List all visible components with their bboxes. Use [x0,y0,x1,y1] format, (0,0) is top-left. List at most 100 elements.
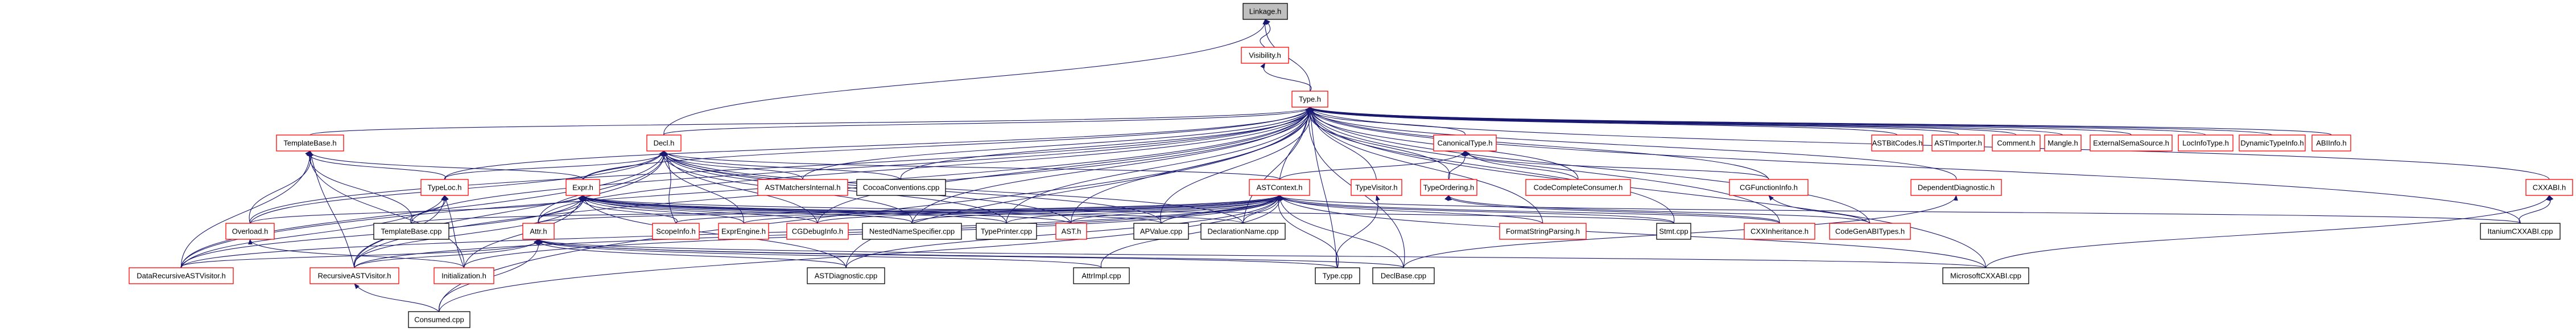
node-box-locinfotype [2178,134,2234,152]
node-astcontext[interactable]: ASTContext.h [1249,179,1310,196]
node-declarationname[interactable]: DeclarationName.cpp [1200,223,1286,240]
node-box-linkage [1242,3,1288,20]
node-exprengine[interactable]: ExprEngine.h [718,223,769,240]
edge-microsoftcxxabi-to-type [1307,107,1987,268]
node-box-codegenabitypes [1829,223,1911,240]
node-dependentdiagnostic[interactable]: DependentDiagnostic.h [1910,179,2002,196]
node-cxxinheritance[interactable]: CXXInheritance.h [1744,223,1815,240]
node-box-attrimpl [1073,267,1130,284]
node-dynamictypeinfo[interactable]: DynamicTypeInfo.h [2239,134,2306,152]
node-type[interactable]: Type.h [1291,91,1328,108]
node-locinfotype[interactable]: LocInfoType.h [2178,134,2234,152]
edge-cgdebuginfo-to-type [817,107,1312,224]
edge-abiinfo-to-type [1306,107,2332,136]
node-formatstringparsing[interactable]: FormatStringParsing.h [1499,223,1587,240]
node-box-ast [1055,223,1087,240]
node-mangle[interactable]: Mangle.h [2044,134,2082,152]
node-comment[interactable]: Comment.h [1992,134,2041,152]
edge-recursiveastvisitor-to-attr [354,239,539,268]
node-astmatchersinternal[interactable]: ASTMatchersInternal.h [757,179,848,196]
node-box-expr [565,179,600,196]
edge-externalsemasource-to-type [1306,107,2132,136]
node-astbitcodes[interactable]: ASTBitCodes.h [1871,134,1923,152]
node-microsoftcxxabi[interactable]: MicrosoftCXXABI.cpp [1942,267,2029,284]
edge-decl-to-linkage [663,19,1269,136]
node-externalsemasource[interactable]: ExternalSemaSource.h [2090,134,2173,152]
edge-recursiveastvisitor-to-templatebase [309,150,355,268]
node-cgdebuginfo[interactable]: CGDebugInfo.h [786,223,849,240]
node-datarecursiveastvisitor[interactable]: DataRecursiveASTVisitor.h [129,267,234,284]
node-itaniumcxxabi[interactable]: ItaniumCXXABI.cpp [2480,223,2561,240]
node-label: CXXABI.h [2533,183,2566,192]
node-label: APValue.cpp [1140,227,1182,236]
node-label: ASTImporter.h [1934,139,1982,148]
node-declbase[interactable]: DeclBase.cpp [1372,267,1435,284]
node-box-stmt [1656,223,1691,240]
edge-typeloc-to-type [444,107,1314,180]
node-attrimpl[interactable]: AttrImpl.cpp [1073,267,1130,284]
edge-declarationname-to-expr [582,195,1244,224]
node-astdiagnostic[interactable]: ASTDiagnostic.cpp [807,267,885,284]
node-overload[interactable]: Overload.h [225,223,275,240]
node-box-declarationname [1200,223,1286,240]
node-label: CanonicalType.h [1438,139,1493,148]
node-typeloc[interactable]: TypeLoc.h [420,179,469,196]
node-scopeinfo[interactable]: ScopeInfo.h [652,223,700,240]
edge-datarecursiveastvisitor-to-type [180,107,1312,268]
node-codegenabitypes[interactable]: CodeGenABITypes.h [1829,223,1911,240]
node-templatebasecpp[interactable]: TemplateBase.cpp [373,223,449,240]
node-typeordering[interactable]: TypeOrdering.h [1420,179,1477,196]
edge-astcontext-to-canonicaltype [1279,150,1465,180]
node-cocoaconventions[interactable]: CocoaConventions.cpp [856,179,946,196]
node-typecpp[interactable]: Type.cpp [1315,267,1360,284]
node-box-astbitcodes [1871,134,1923,152]
edge-typeloc-to-templatebase [305,150,447,180]
edge-consumed-to-recursiveastvisitor [354,283,440,312]
node-box-codecompleteconsumer [1525,179,1631,196]
node-abiinfo[interactable]: ABIInfo.h [2311,134,2351,152]
node-visibility[interactable]: Visibility.h [1241,47,1289,64]
node-label: MicrosoftCXXABI.cpp [1950,272,2021,280]
node-box-consumed [408,311,470,328]
node-box-canonicaltype [1433,134,1497,152]
edge-attr-to-astcontext [538,195,1281,224]
node-label: TypeVisitor.h [1355,183,1397,192]
edge-declbase-to-astcontext [1277,195,1404,268]
node-box-nestednamespecifier [862,223,962,240]
edge-declbase-to-attr [534,239,1404,268]
node-label: CodeGenABITypes.h [1835,227,1905,236]
node-decl[interactable]: Decl.h [646,134,682,152]
node-codecompleteconsumer[interactable]: CodeCompleteConsumer.h [1525,179,1631,196]
node-box-astmatchersinternal [757,179,848,196]
node-astimporter[interactable]: ASTImporter.h [1931,134,1985,152]
node-templatebase[interactable]: TemplateBase.h [276,134,344,152]
node-cgfunctioninfo[interactable]: CGFunctionInfo.h [1729,179,1809,196]
node-label: Consumed.cpp [414,316,464,324]
edge-nestednamespecifier-to-type [911,107,1311,224]
edge-overload-to-expr [250,195,584,224]
node-initialization[interactable]: Initialization.h [434,267,494,284]
node-label: TypeOrdering.h [1423,183,1475,192]
node-canonicaltype[interactable]: CanonicalType.h [1433,134,1497,152]
node-box-templatebase [276,134,344,152]
node-recursiveastvisitor[interactable]: RecursiveASTVisitor.h [309,267,399,284]
node-box-cgfunctioninfo [1729,179,1809,196]
node-cxxabi[interactable]: CXXABI.h [2525,179,2573,196]
edge-expr-to-templatebase [307,150,584,180]
nodes-layer: Linkage.hVisibility.hType.hTemplateBase.… [129,3,2573,328]
node-typevisitor[interactable]: TypeVisitor.h [1351,179,1402,196]
node-nestednamespecifier[interactable]: NestedNameSpecifier.cpp [862,223,962,240]
node-attr[interactable]: Attr.h [522,223,555,240]
node-stmt[interactable]: Stmt.cpp [1656,223,1691,240]
node-typeprinter[interactable]: TypePrinter.cpp [976,223,1037,240]
node-apvalue[interactable]: APValue.cpp [1133,223,1189,240]
node-ast[interactable]: AST.h [1055,223,1087,240]
node-linkage[interactable]: Linkage.h [1242,3,1288,20]
edge-templatebase-to-type [309,107,1312,136]
node-consumed[interactable]: Consumed.cpp [408,311,470,328]
node-label: ExternalSemaSource.h [2093,139,2169,148]
edge-scopeinfo-to-expr [577,195,678,224]
edge-cxxabi-to-type [1308,107,2550,180]
node-expr[interactable]: Expr.h [565,179,600,196]
node-box-externalsemasource [2090,134,2173,152]
